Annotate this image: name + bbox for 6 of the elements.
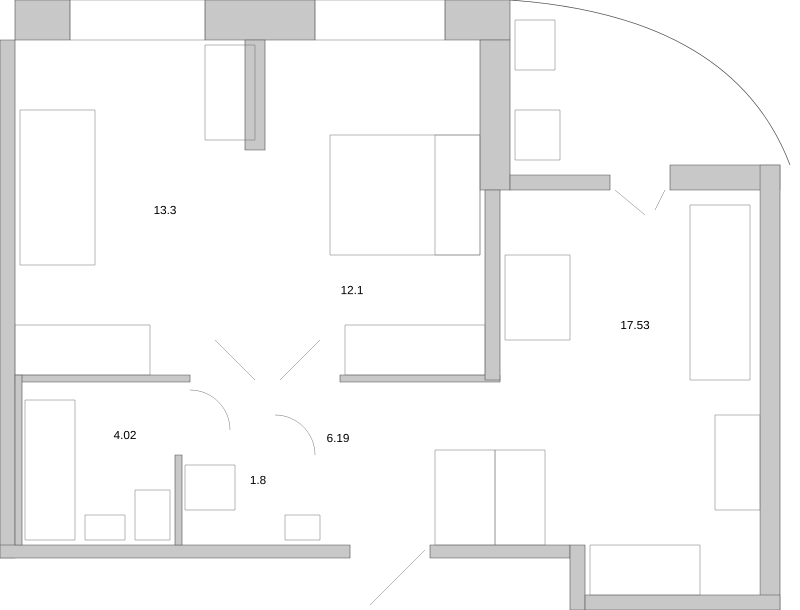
area-label: 1.8 bbox=[250, 476, 266, 484]
area-label: 6.19 bbox=[327, 434, 349, 442]
area-label: 4.02 bbox=[114, 430, 136, 440]
area-label: 12.1 bbox=[342, 286, 363, 294]
area-label: 13.3 bbox=[154, 206, 176, 214]
area-label: 17.53 bbox=[621, 320, 650, 330]
